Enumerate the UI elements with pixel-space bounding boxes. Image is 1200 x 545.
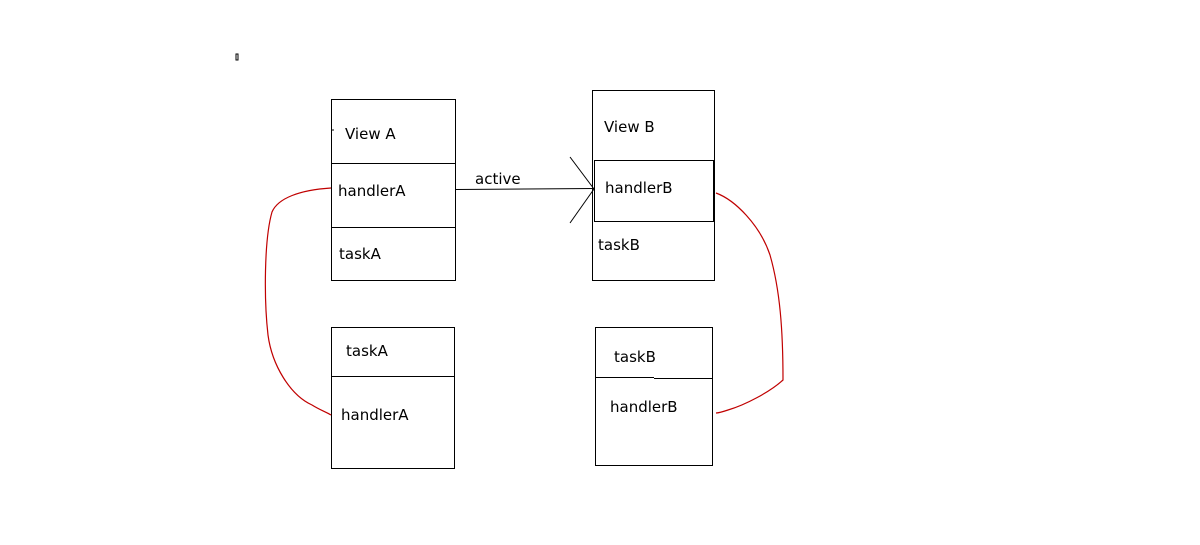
view-a-box (331, 99, 456, 281)
task-a-box (331, 327, 455, 469)
view-b-stack: View B handlerB taskB (592, 90, 715, 281)
view-b-box (592, 90, 715, 281)
task-a-stack: taskA handlerA (331, 327, 455, 469)
handler-a-link-curve (264, 187, 332, 416)
handler-a-label: handlerA (338, 182, 406, 200)
handler-b-label: handlerB (605, 179, 673, 197)
arrow-label: active (475, 170, 521, 188)
active-arrow: active (455, 156, 595, 224)
task-b-bottom-label: taskB (614, 348, 656, 366)
handler-b-box (594, 160, 714, 222)
handler-a-bottom-label: handlerA (341, 406, 409, 424)
stray-mark (235, 53, 239, 61)
arrow-head-upper (569, 156, 595, 190)
task-b-label: taskB (598, 236, 640, 254)
task-a-bottom-label: taskA (346, 342, 389, 360)
task-a-label: taskA (339, 245, 382, 263)
view-a-stack: View A handlerA taskA (331, 99, 456, 281)
view-a-label: View A (345, 125, 396, 143)
handler-b-bottom-label: handlerB (610, 398, 678, 416)
view-b-label: View B (604, 118, 655, 136)
handler-b-link-curve (715, 192, 784, 414)
task-b-stack: taskB handlerB (595, 327, 713, 466)
arrow-head-lower (569, 188, 595, 224)
arrow-shaft (455, 188, 595, 190)
task-b-box (595, 327, 713, 466)
